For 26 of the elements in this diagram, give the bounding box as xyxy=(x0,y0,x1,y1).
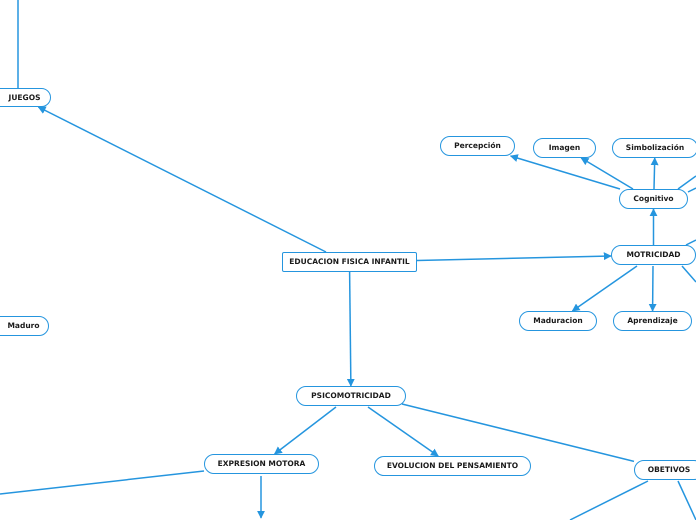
topic-pill xyxy=(611,245,696,265)
arrow xyxy=(274,406,336,455)
topic-pill xyxy=(533,138,596,158)
topic-pill xyxy=(519,311,597,331)
arrow xyxy=(257,476,265,519)
root-topic-box xyxy=(282,252,417,272)
arrow xyxy=(368,406,439,457)
arrow xyxy=(648,266,657,312)
topic-pill xyxy=(0,88,51,107)
arrow xyxy=(510,154,620,190)
topic-pill xyxy=(440,136,515,156)
arrow xyxy=(572,265,638,312)
topic-pill xyxy=(619,189,688,209)
arrow xyxy=(38,106,326,253)
topic-pill xyxy=(613,311,692,331)
arrow xyxy=(416,252,612,262)
arrow xyxy=(650,208,658,245)
arrow xyxy=(346,272,355,387)
topic-pill xyxy=(204,454,319,474)
topic-pill xyxy=(612,138,696,158)
arrow xyxy=(650,157,659,190)
arrow xyxy=(580,157,634,190)
topic-pill xyxy=(634,460,696,480)
topic-pill xyxy=(0,316,49,336)
topic-pill xyxy=(374,456,531,476)
topic-pill xyxy=(296,386,406,406)
